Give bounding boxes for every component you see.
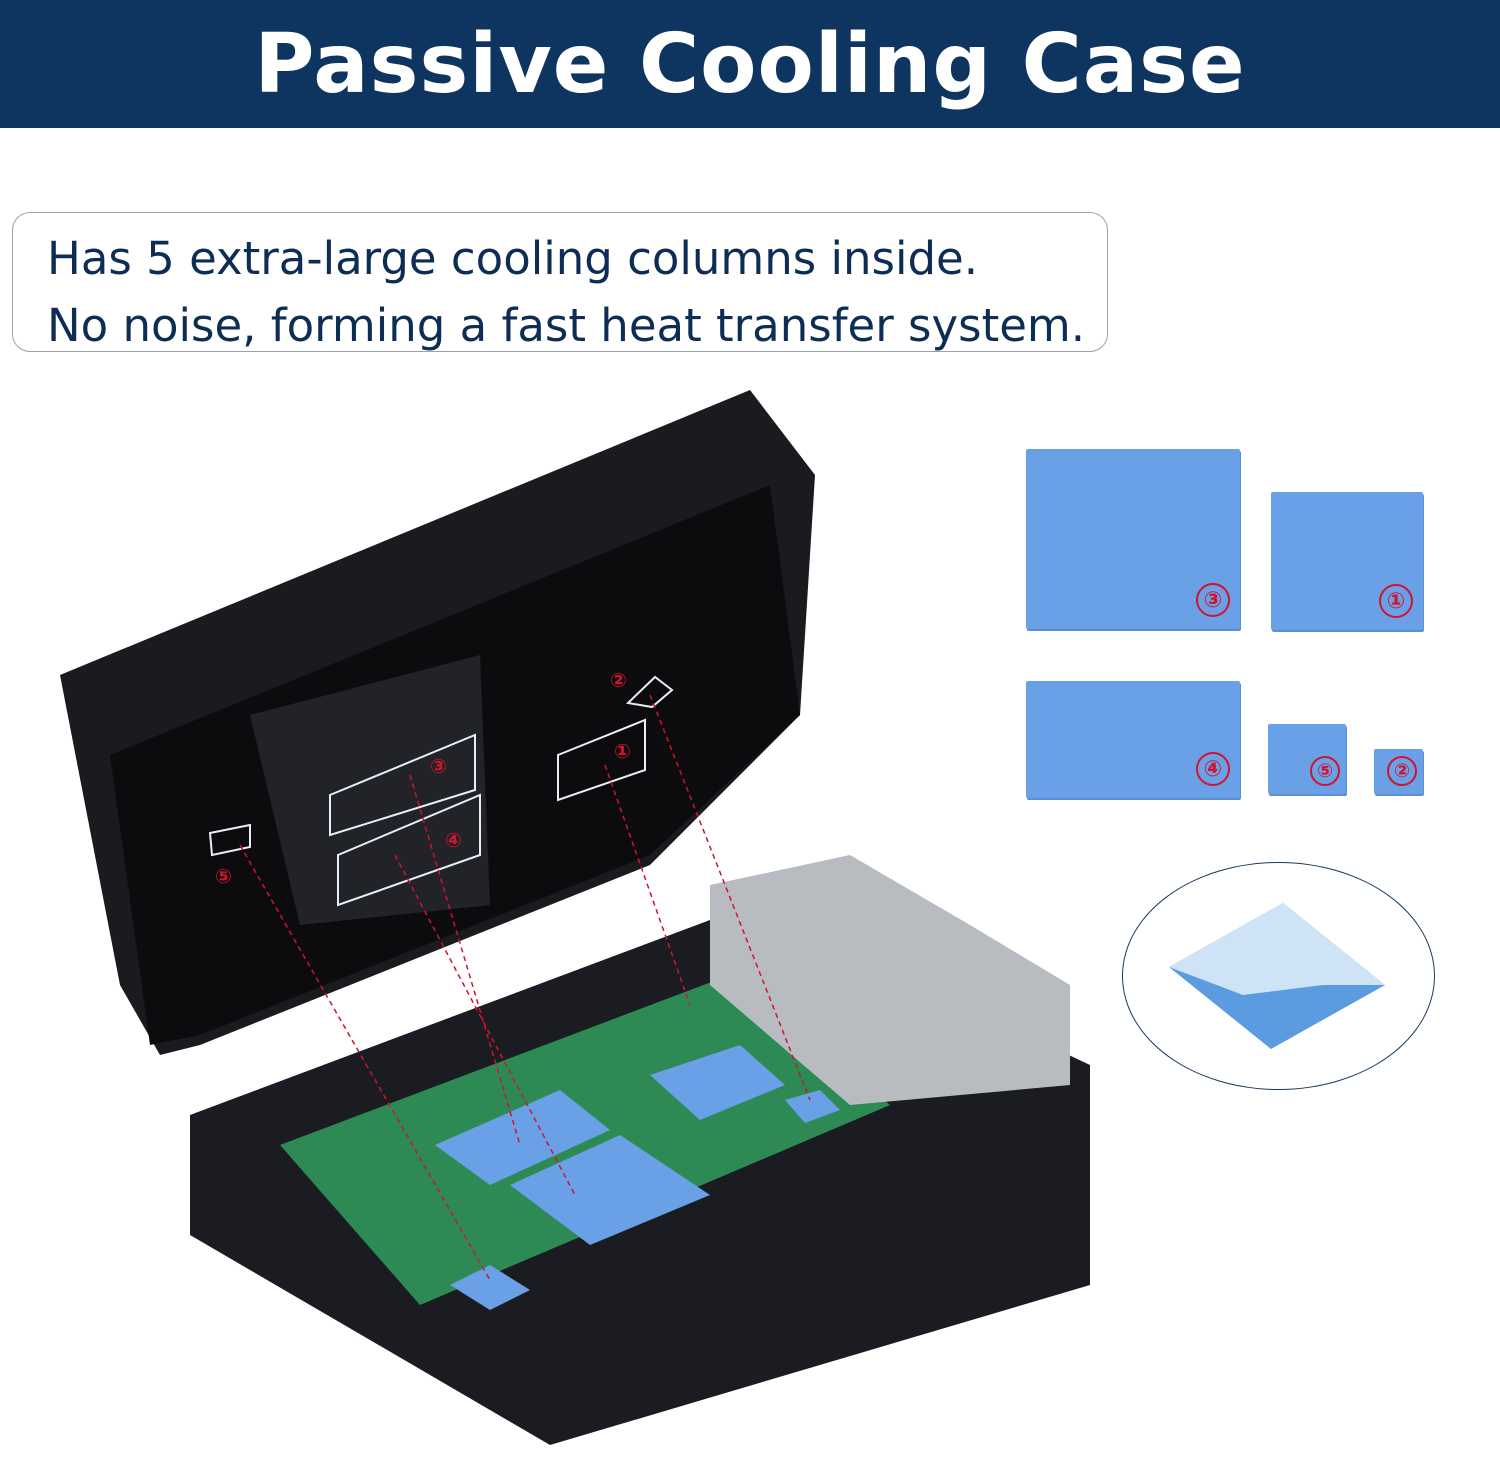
page-title: Passive Cooling Case (254, 16, 1246, 112)
thermal-pad-5: ⑤ (1268, 724, 1346, 794)
pad-marker: ④ (1196, 752, 1230, 786)
pad-marker: ② (1387, 756, 1417, 786)
callout-line-1: Has 5 extra-large cooling columns inside… (47, 232, 979, 285)
pad-detail-inset (1122, 862, 1435, 1090)
lid-marker-4: ④ (445, 828, 462, 852)
lid-marker-1: ① (614, 739, 631, 763)
pad-marker: ① (1379, 584, 1413, 618)
feature-callout: Has 5 extra-large cooling columns inside… (12, 212, 1108, 352)
lid-marker-3: ③ (430, 754, 447, 778)
thermal-pad-4: ④ (1026, 681, 1240, 798)
applied-pads (435, 1045, 840, 1310)
callout-line-2: No noise, forming a fast heat transfer s… (47, 299, 1086, 352)
heatsink (250, 655, 490, 925)
pad-marker: ③ (1196, 583, 1230, 617)
title-banner: Passive Cooling Case (0, 0, 1500, 128)
thermal-pad-2: ② (1374, 749, 1423, 794)
lid-marker-2: ② (610, 668, 627, 692)
lid-marker-5: ⑤ (215, 864, 232, 888)
usb-ports (710, 855, 1070, 1105)
peeling-pad-icon (1169, 903, 1385, 1049)
thermal-pad-3: ③ (1026, 449, 1240, 629)
pad-marker: ⑤ (1310, 756, 1340, 786)
case-illustration: ① ② ③ ④ ⑤ (60, 390, 1090, 1445)
thermal-pad-1: ① (1271, 492, 1423, 630)
